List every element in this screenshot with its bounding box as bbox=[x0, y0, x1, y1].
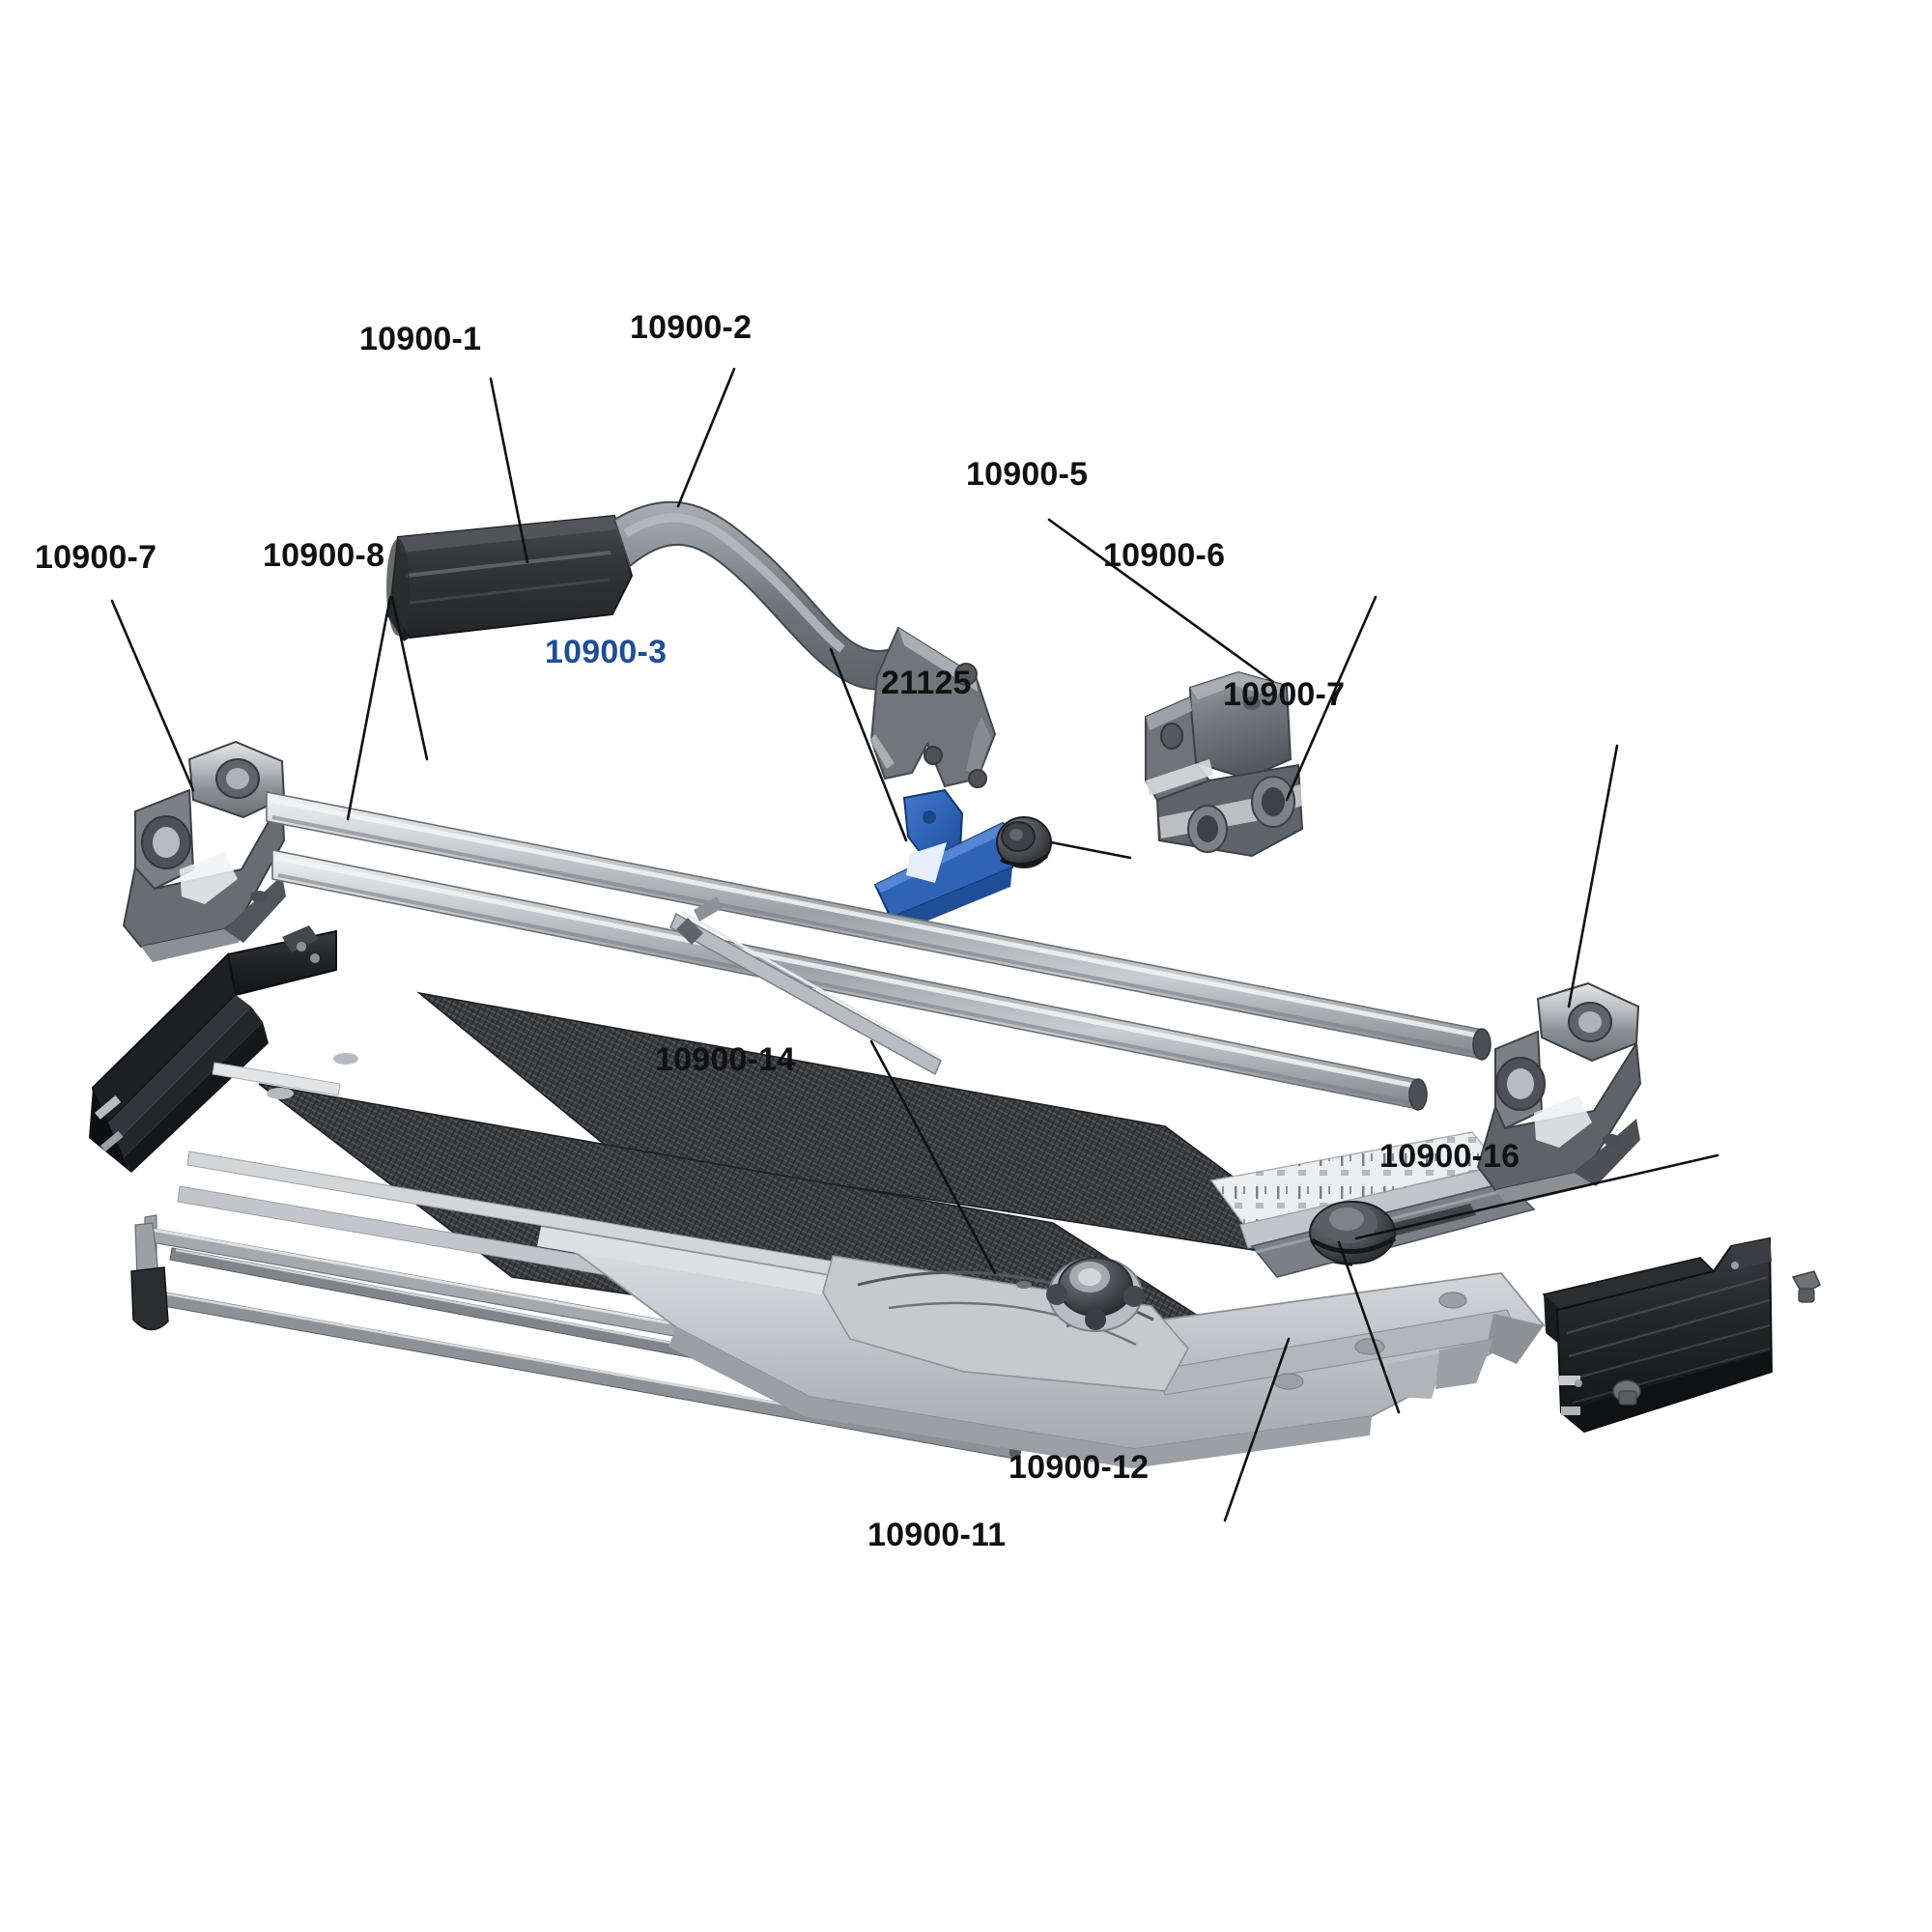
blue-scoring-bracket-part bbox=[873, 788, 1022, 935]
leader-10900-12 bbox=[1337, 1240, 1401, 1414]
black-extrusion-left-part bbox=[89, 925, 337, 1173]
leader-10900-2 bbox=[676, 367, 736, 508]
right-rail-bracket-part bbox=[1476, 981, 1642, 1206]
part-labels: 10900-1 10900-2 10900-3 21125 10900-5 10… bbox=[35, 309, 1520, 1553]
leader-10900-7-left bbox=[110, 599, 195, 792]
label-10900-3: 10900-3 bbox=[545, 634, 667, 670]
label-10900-12: 10900-12 bbox=[1009, 1449, 1149, 1486]
left-rail-bracket-part bbox=[122, 740, 286, 962]
leader-10900-16 bbox=[1354, 1153, 1719, 1240]
leader-10900-6 bbox=[1285, 595, 1378, 802]
leader-10900-11 bbox=[1223, 1337, 1291, 1522]
guide-rails-part bbox=[266, 791, 1492, 1111]
base-plate-part bbox=[537, 1226, 1546, 1468]
lever-arm-part bbox=[612, 500, 997, 788]
leader-lines bbox=[110, 367, 1719, 1522]
leader-10900-3 bbox=[829, 647, 908, 842]
label-10900-6: 10900-6 bbox=[1103, 537, 1225, 574]
label-10900-7-left: 10900-7 bbox=[35, 539, 156, 576]
label-10900-8: 10900-8 bbox=[263, 537, 384, 574]
label-10900-7-right: 10900-7 bbox=[1223, 676, 1345, 713]
black-extrusion-right-part bbox=[1542, 1236, 1774, 1434]
support-strut-part bbox=[669, 896, 942, 1076]
knob-nut-part bbox=[996, 816, 1052, 868]
leader-21125 bbox=[1049, 840, 1132, 860]
bolt-part bbox=[1791, 1270, 1821, 1303]
leader-10900-5 bbox=[1047, 518, 1275, 684]
label-10900-16: 10900-16 bbox=[1379, 1138, 1520, 1175]
label-21125: 21125 bbox=[881, 665, 972, 701]
label-10900-11: 10900-11 bbox=[867, 1517, 1006, 1553]
label-10900-14: 10900-14 bbox=[655, 1041, 795, 1078]
label-10900-5: 10900-5 bbox=[966, 456, 1088, 493]
leader-10900-1 bbox=[489, 377, 529, 564]
leader-10900-14 bbox=[869, 1039, 997, 1275]
label-10900-1: 10900-1 bbox=[359, 321, 481, 357]
bearing-block-part bbox=[1145, 670, 1304, 858]
label-10900-2: 10900-2 bbox=[630, 309, 752, 346]
leader-10900-8-b bbox=[390, 595, 429, 761]
leader-10900-7-right bbox=[1567, 744, 1619, 1009]
leader-10900-8-a bbox=[346, 595, 392, 821]
handle-grip-part bbox=[386, 514, 634, 641]
